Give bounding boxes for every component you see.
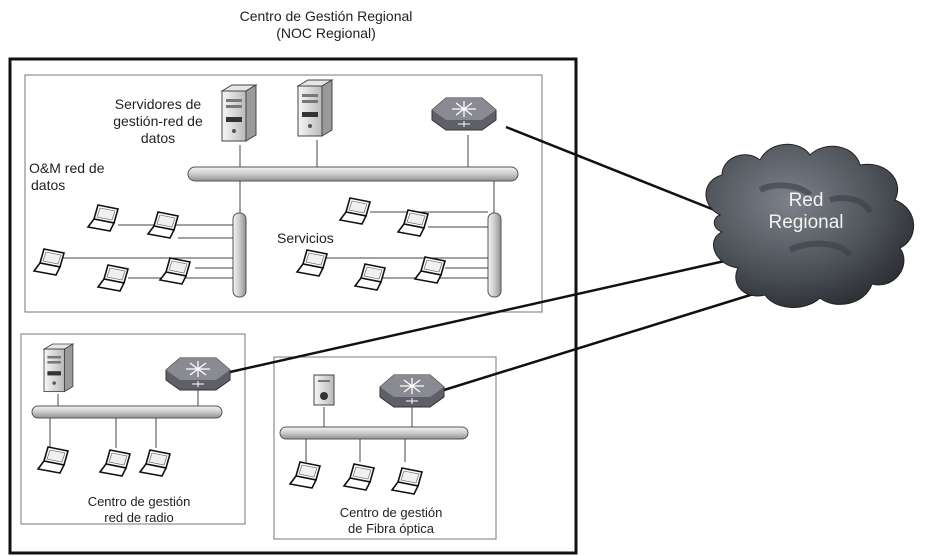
wan-link-fiber <box>443 290 761 392</box>
title-line-2: (NOC Regional) <box>276 25 376 41</box>
cloud-label: Red Regional <box>746 190 866 234</box>
server-2 <box>297 79 333 137</box>
om-laptop-1 <box>87 204 119 232</box>
title-line-1: Centro de Gestión Regional <box>239 8 413 24</box>
wan-links <box>229 125 761 392</box>
fiber-server <box>313 374 335 406</box>
diagram-title: Centro de Gestión Regional (NOC Regional… <box>216 8 436 42</box>
om-label-line-1: O&M red de <box>29 160 105 176</box>
radio-router <box>165 357 231 391</box>
cloud-label-line-1: Red <box>788 190 824 211</box>
server-1 <box>221 84 257 142</box>
om-label: O&M red de datos <box>29 160 139 194</box>
services-laptop-3 <box>296 249 328 277</box>
wan-link-noc <box>505 125 723 215</box>
om-laptop-5 <box>159 257 191 285</box>
data-network-box <box>24 74 543 313</box>
radio-server <box>43 343 74 393</box>
om-bus <box>232 212 247 298</box>
services-bus <box>487 212 502 298</box>
cloud-label-line-2: Regional <box>768 212 844 233</box>
core-router <box>431 97 497 131</box>
radio-label-line-1: Centro de gestión <box>87 494 191 509</box>
fiber-label-line-1: Centro de gestión <box>339 505 443 520</box>
fiber-label-line-2: de Fibra óptica <box>348 521 434 536</box>
outer-frame <box>8 57 578 555</box>
servers-label: Servidores de gestión-red de datos <box>98 96 218 147</box>
fiber-laptop-2 <box>343 463 375 491</box>
fiber-router <box>379 374 445 408</box>
servers-label-line-2: gestión-red de <box>113 113 203 129</box>
om-label-line-2: datos <box>31 177 66 193</box>
om-laptop-4 <box>97 264 129 292</box>
services-laptop-2 <box>397 209 429 237</box>
services-laptop-4 <box>354 263 386 291</box>
fiber-center-label: Centro de gestión de Fibra óptica <box>316 505 466 537</box>
servers-label-line-1: Servidores de <box>114 96 202 112</box>
fiber-laptop-3 <box>391 467 423 495</box>
radio-laptop-3 <box>139 449 171 477</box>
radio-bus <box>31 405 223 419</box>
fiber-laptop-1 <box>289 461 321 489</box>
radio-center-label: Centro de gestión red de radio <box>64 494 214 526</box>
services-label: Servicios <box>277 230 334 246</box>
om-laptop-3 <box>33 248 65 276</box>
radio-laptop-2 <box>99 449 131 477</box>
wan-link-radio <box>229 256 739 374</box>
main-bus <box>187 166 519 182</box>
radio-label-line-2: red de radio <box>104 510 174 525</box>
radio-laptop-1 <box>37 446 69 474</box>
fiber-bus <box>279 426 469 440</box>
servers-label-line-3: datos <box>140 130 176 146</box>
fiber-center-box <box>273 356 497 540</box>
services-laptop-5 <box>414 256 446 284</box>
regional-cloud <box>705 143 915 308</box>
radio-center-box <box>20 333 246 525</box>
services-laptop-1 <box>339 197 371 225</box>
